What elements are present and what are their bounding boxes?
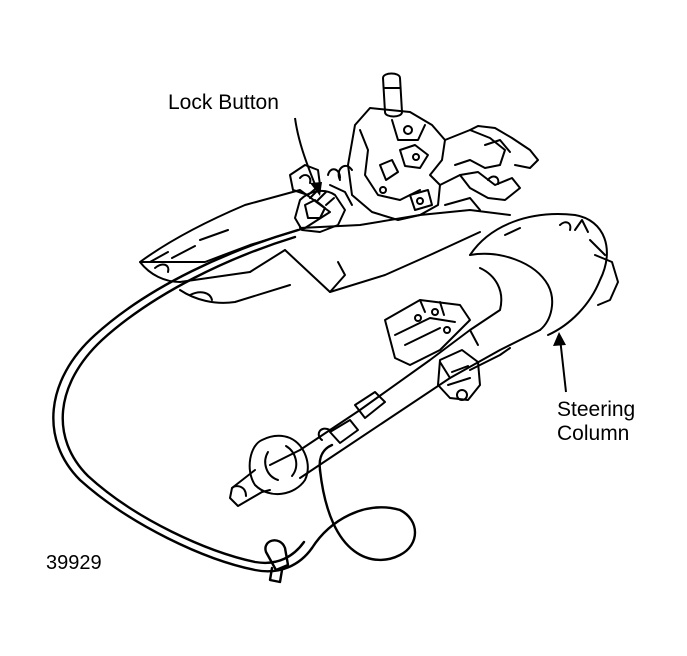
steering-column-label: Steering Column xyxy=(557,398,635,446)
figure-number: 39929 xyxy=(46,552,102,574)
lock-button-arrow-icon xyxy=(310,182,322,196)
steering-column-arrow-icon xyxy=(553,332,566,346)
lock-button-label: Lock Button xyxy=(168,91,279,114)
floor-console xyxy=(140,190,510,303)
steering-column-label-line1: Steering xyxy=(557,398,636,421)
lock-button-leader xyxy=(295,118,318,192)
shifter-mechanism xyxy=(290,74,538,233)
steering-column-leader xyxy=(560,338,566,392)
lock-cable xyxy=(53,230,415,582)
steering-column-label-line2: Column xyxy=(557,422,630,445)
steering-column xyxy=(230,214,618,506)
